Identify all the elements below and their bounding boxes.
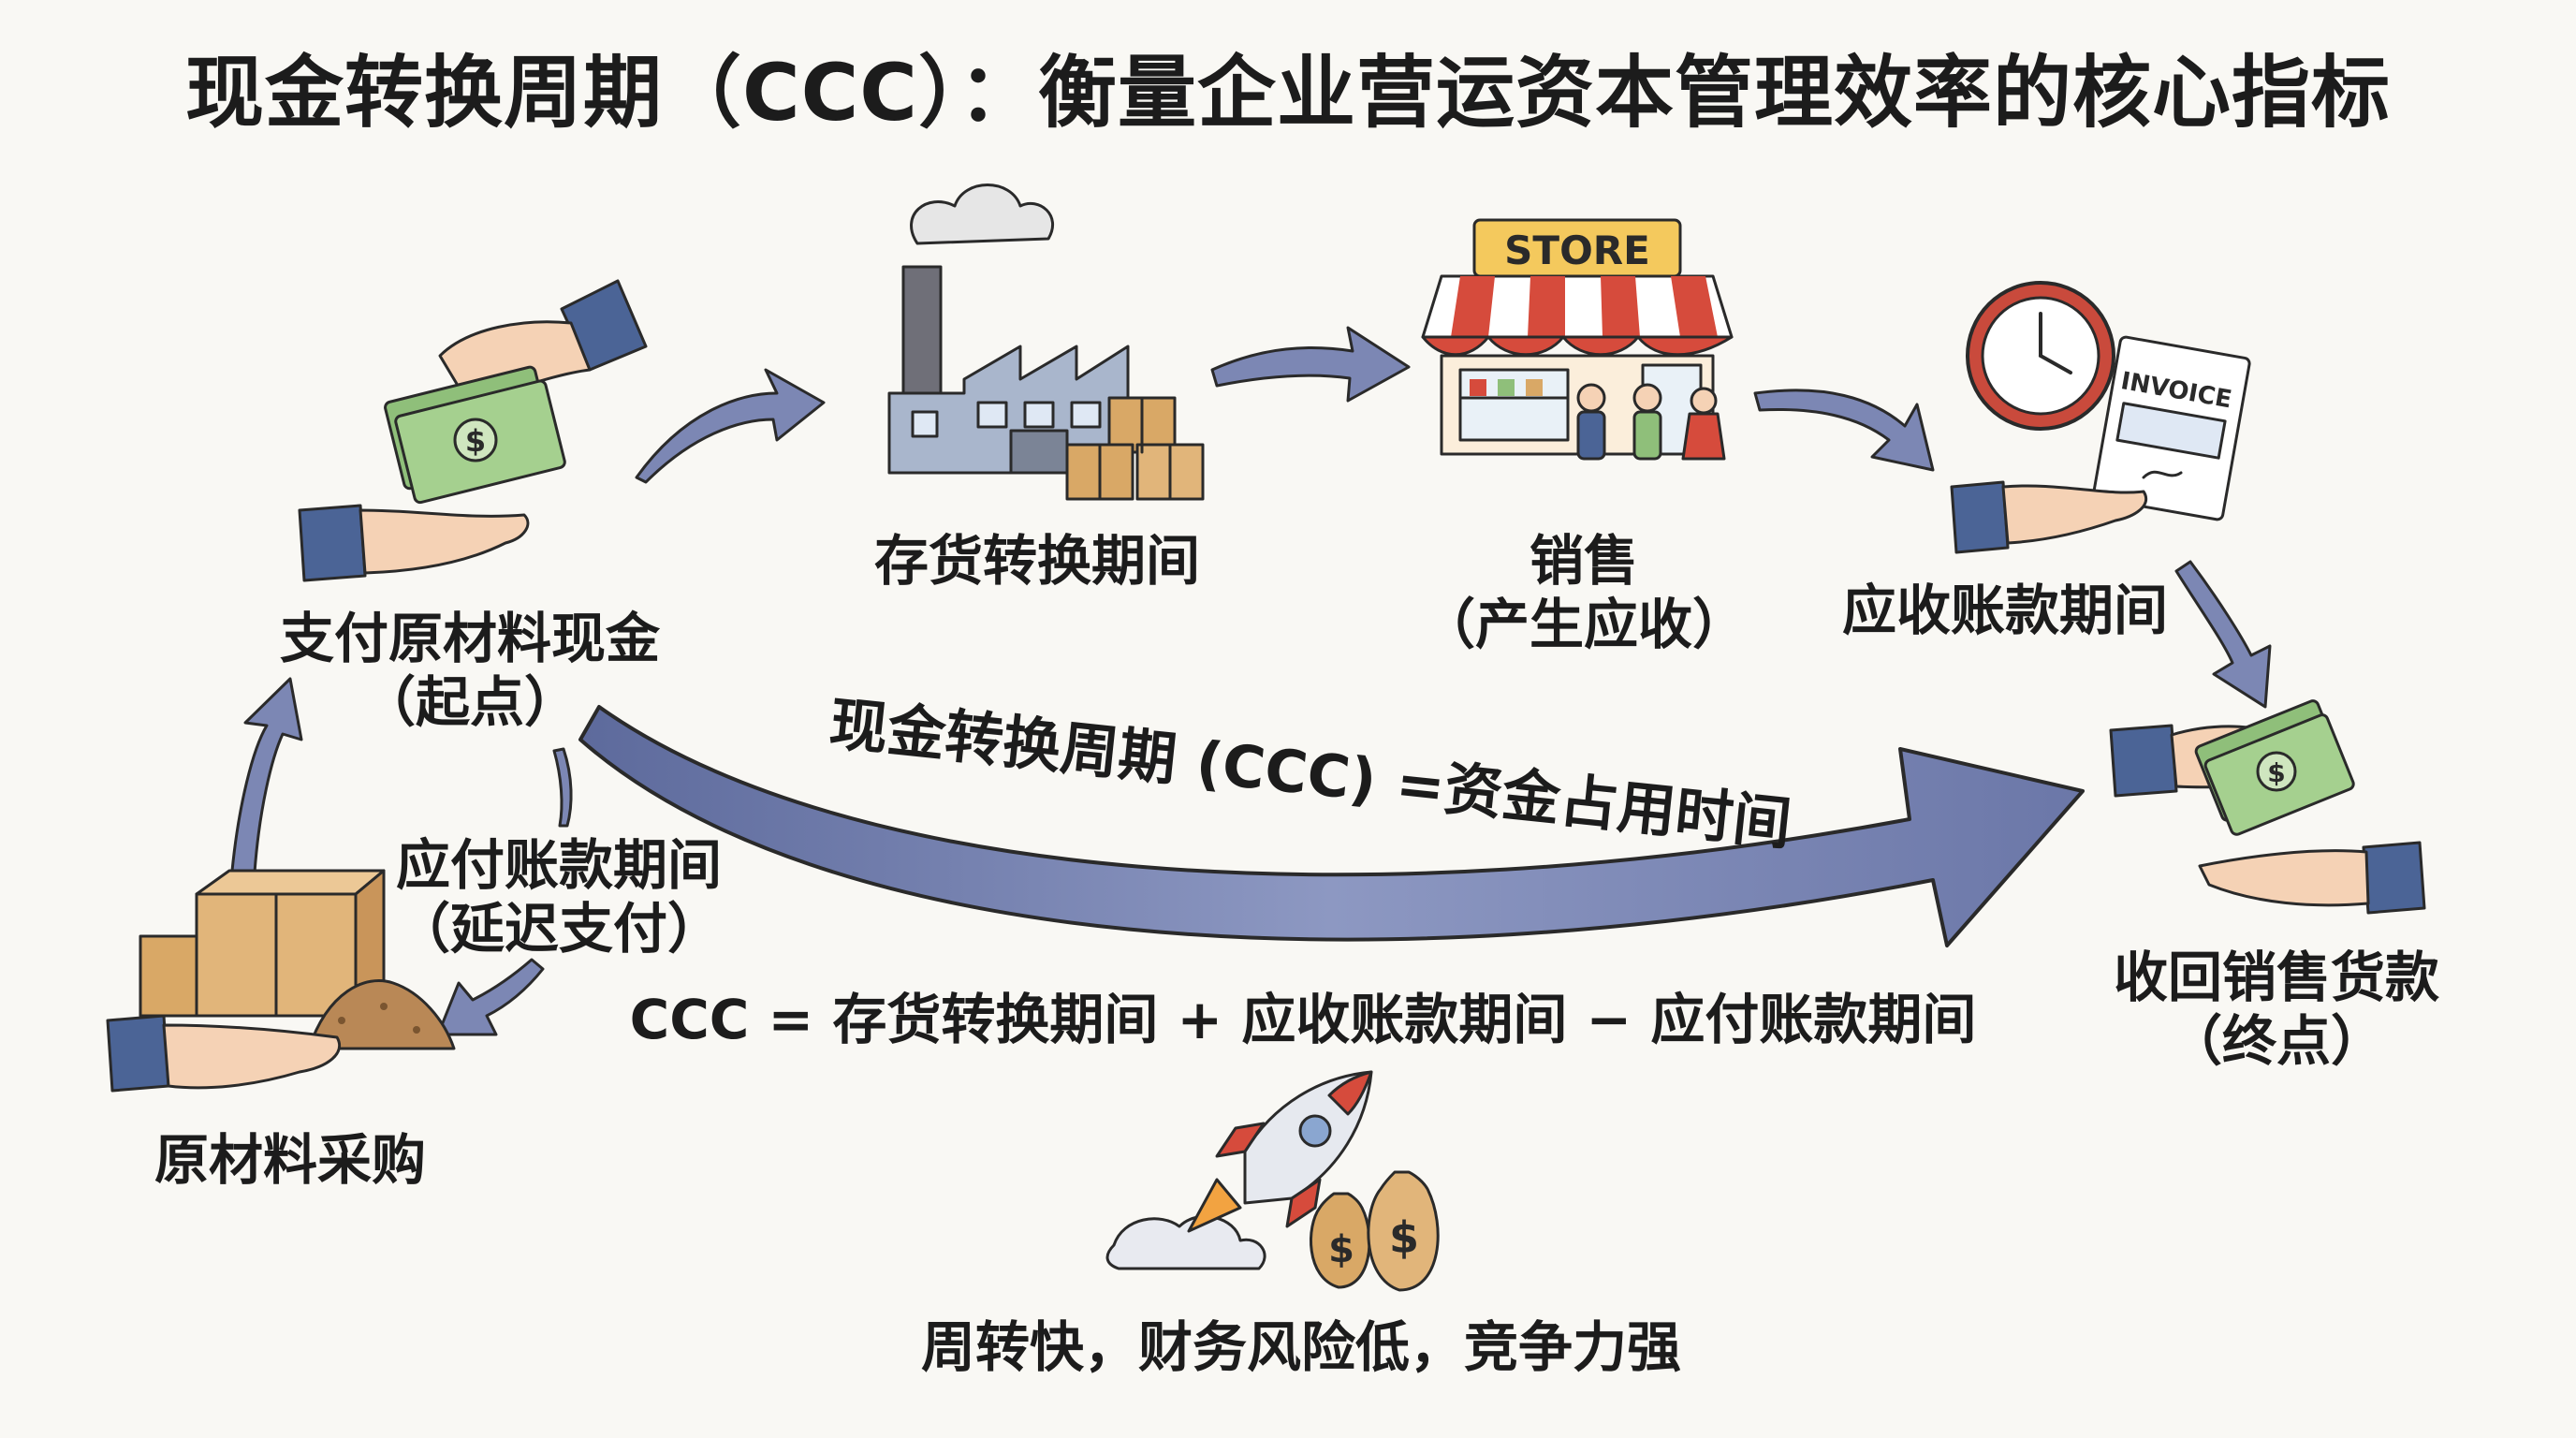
ccc-formula: CCC = 存货转换期间 + 应收账款期间 − 应付账款期间 [629, 988, 1977, 1051]
svg-text:$: $ [465, 423, 486, 459]
node-collect-line2: （终点） [2167, 1009, 2386, 1074]
node-pay-cash-line2: （起点） [360, 670, 579, 735]
node-raw-purchase-label: 原材料采购 [154, 1128, 427, 1192]
node-collect-line1: 收回销售货款 [2113, 946, 2440, 1009]
ccc-big-arrow [578, 705, 2085, 947]
clock-invoice-icon: INVOICE [1950, 281, 2251, 554]
page-title: 现金转换周期（CCC）：衡量企业营运资本管理效率的核心指标 [185, 47, 2391, 139]
flow-arrow-to-factory [635, 368, 826, 484]
conclusion-text: 周转快，财务风险低，竞争力强 [920, 1315, 1682, 1379]
svg-text:$: $ [1389, 1212, 1419, 1263]
node-inventory-label: 存货转换期间 [873, 529, 1201, 593]
flow-arrow-payable [436, 747, 573, 1036]
factory-icon [887, 183, 1205, 501]
node-sales-label: 销售 （产生应收） [1421, 529, 1747, 657]
node-pay-cash-line1: 支付原材料现金 [279, 607, 661, 670]
flow-arrow-to-collect [2174, 560, 2272, 709]
node-payable-line2: （延迟支付） [395, 897, 723, 961]
svg-text:$: $ [2267, 757, 2285, 788]
store-sign-text: STORE [1504, 227, 1650, 273]
node-receivable-label: 应收账款期间 [1841, 579, 2169, 642]
node-payable-label: 应付账款期间 （延迟支付） [396, 833, 722, 961]
node-collect-label: 收回销售货款 （终点） [2114, 946, 2439, 1074]
node-pay-cash-label: 支付原材料现金 （起点） [280, 607, 660, 735]
svg-text:$: $ [1328, 1228, 1354, 1271]
node-sales-line2: （产生应收） [1420, 593, 1748, 657]
store-icon: STORE [1421, 218, 1734, 461]
flow-arrow-to-receivable [1753, 389, 1935, 472]
hand-receiving-cash-icon: $ [2109, 699, 2426, 915]
flow-arrow-to-store [1210, 326, 1411, 403]
rocket-money-bags-icon: $ $ [1105, 1070, 1440, 1292]
hand-giving-cash-icon: $ [298, 279, 648, 582]
flow-arrow-to-pay-cash [230, 677, 303, 874]
boxes-and-raw-material-icon [106, 869, 456, 1093]
node-payable-line1: 应付账款期间 [395, 833, 723, 897]
node-sales-line1: 销售 [1529, 529, 1639, 593]
